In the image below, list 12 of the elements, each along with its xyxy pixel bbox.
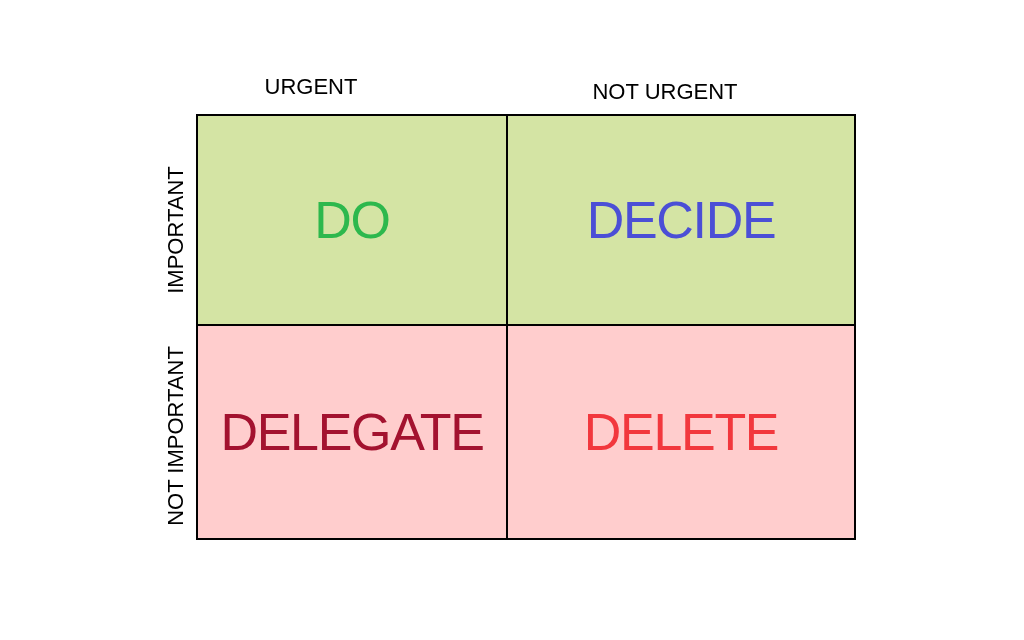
axis-label: IMPORTANT	[165, 166, 187, 294]
axis-label: URGENT	[264, 76, 358, 98]
quadrant-heading: DO	[314, 194, 390, 246]
quadrant-heading: DELETE	[583, 406, 779, 458]
axis-label: NOT URGENT	[592, 81, 738, 103]
quadrant	[196, 324, 508, 540]
quadrant	[196, 114, 508, 326]
quadrant	[506, 324, 856, 540]
quadrant-heading: DECIDE	[586, 194, 776, 246]
quadrant	[506, 114, 856, 326]
axis-label: NOT IMPORTANT	[165, 346, 187, 526]
quadrant-heading: DELEGATE	[220, 406, 484, 458]
